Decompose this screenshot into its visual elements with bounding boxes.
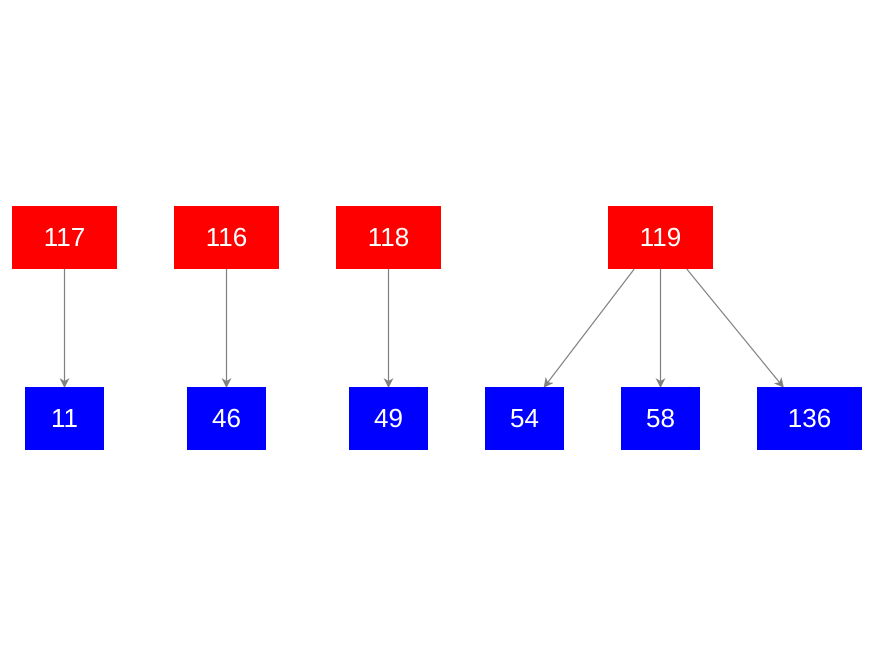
node-46: 46 <box>187 387 266 450</box>
edge-119-to-136 <box>686 268 784 388</box>
node-116: 116 <box>174 206 279 269</box>
node-58: 58 <box>621 387 700 450</box>
node-11: 11 <box>25 387 104 450</box>
node-119: 119 <box>608 206 713 269</box>
node-54: 54 <box>485 387 564 450</box>
edge-119-to-54 <box>543 268 635 388</box>
node-136: 136 <box>757 387 862 450</box>
node-117: 117 <box>12 206 117 269</box>
node-49: 49 <box>349 387 428 450</box>
node-118: 118 <box>336 206 441 269</box>
